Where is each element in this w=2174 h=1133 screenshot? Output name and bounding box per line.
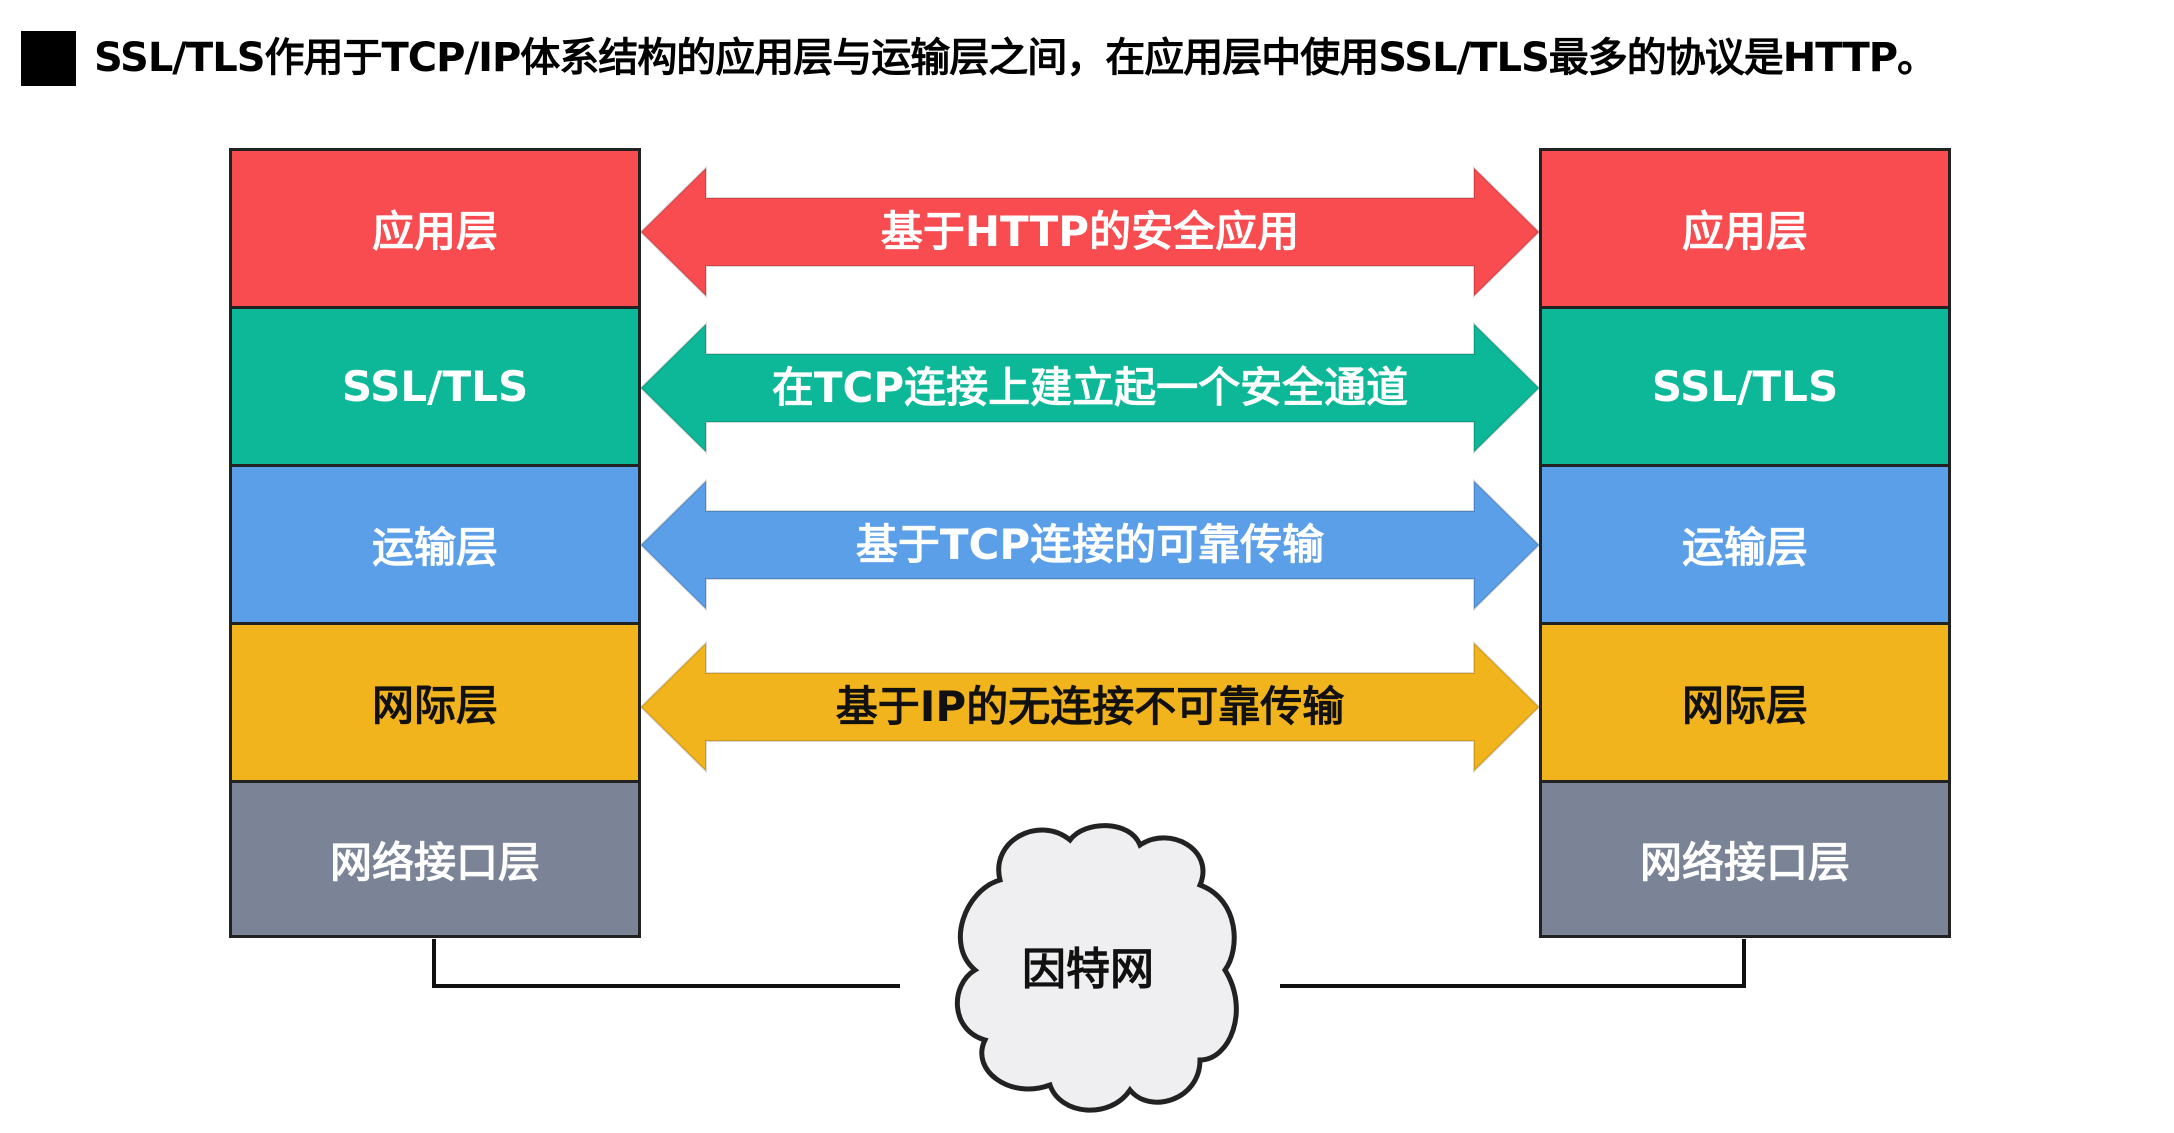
link-line-left (432, 939, 900, 988)
right-protocol-stack: 应用层 SSL/TLS 运输层 网际层 网络接口层 (1539, 148, 1951, 938)
arrow-label-ssl-tls: 在TCP连接上建立起一个安全通道 (771, 363, 1409, 412)
left-layer-internet: 网际层 (229, 622, 641, 780)
arrow-label-transport: 基于TCP连接的可靠传输 (855, 520, 1325, 569)
left-layer-transport: 运输层 (229, 464, 641, 622)
title-bullet-icon (21, 31, 76, 86)
link-line-right (1280, 939, 1746, 988)
arrow-label-application: 基于HTTP的安全应用 (880, 207, 1300, 256)
internet-label: 因特网 (1022, 944, 1154, 995)
right-layer-network-interface: 网络接口层 (1539, 780, 1951, 938)
right-layer-ssl-tls: SSL/TLS (1539, 306, 1951, 464)
arrow-label-internet: 基于IP的无连接不可靠传输 (835, 682, 1345, 731)
page-title: SSL/TLS作用于TCP/IP体系结构的应用层与运输层之间，在应用层中使用SS… (94, 35, 1937, 81)
left-layer-ssl-tls: SSL/TLS (229, 306, 641, 464)
internet-cloud-icon (954, 823, 1239, 1113)
right-layer-internet: 网际层 (1539, 622, 1951, 780)
left-protocol-stack: 应用层 SSL/TLS 运输层 网际层 网络接口层 (229, 148, 641, 938)
left-layer-application: 应用层 (229, 148, 641, 306)
right-layer-transport: 运输层 (1539, 464, 1951, 622)
left-layer-network-interface: 网络接口层 (229, 780, 641, 938)
right-layer-application: 应用层 (1539, 148, 1951, 306)
